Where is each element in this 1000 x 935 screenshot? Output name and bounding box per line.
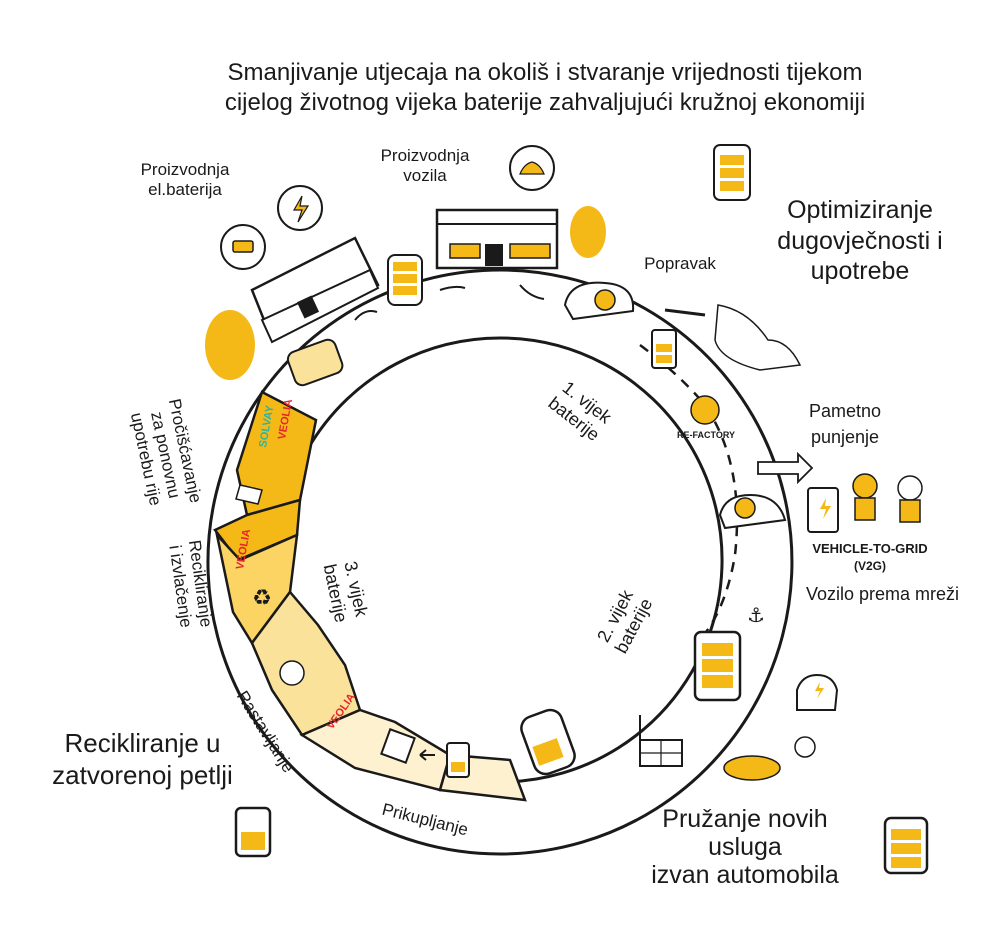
strong-battery-illustration	[713, 144, 751, 201]
refactory-logo: RE-FACTORY	[677, 395, 735, 440]
v2g-badge-line2: (V2G)	[854, 559, 886, 573]
recycle-icon: ♻	[252, 585, 272, 610]
new-services-label: Pružanje novih usluga izvan automobila	[651, 805, 839, 889]
refactory-text: RE-FACTORY	[677, 430, 735, 440]
v2g-badge-line1: VEHICLE-TO-GRID	[812, 541, 927, 556]
second-life-illustration: ⚓	[639, 605, 839, 781]
van-icon	[796, 673, 839, 711]
happy-battery-illustration	[883, 816, 929, 875]
optimize-label: Optimiziranje dugovječnosti i upotrebe	[777, 196, 943, 285]
v2g-label: Vozilo prema mreži	[805, 584, 960, 604]
closed-loop-label: Recikliranje u zatvorenoj petlji	[52, 728, 233, 790]
page-title: Smanjivanje utjecaja na okoliš i stvaran…	[120, 58, 970, 118]
vehicle-production-label: Proizvodnja vozila	[380, 146, 470, 186]
collected-battery-illustration	[380, 708, 576, 778]
arrow-left-icon	[419, 749, 435, 761]
arrow-icon	[439, 285, 466, 291]
person-icon	[852, 473, 878, 499]
anchor-icon: ⚓	[747, 605, 765, 627]
smart-charging-label: Pametno punjenje	[808, 401, 882, 448]
closed-loop-battery-illustration	[234, 806, 272, 858]
title-line1: Smanjivanje utjecaja na okoliš i stvaran…	[227, 59, 863, 86]
flask-icon	[235, 484, 263, 505]
second-life-path	[639, 344, 739, 646]
arrow-icon	[519, 284, 545, 300]
battery-production-label: Proizvodnja el.baterija	[140, 160, 230, 200]
repair-illustration	[563, 281, 802, 371]
charger-icon	[807, 487, 839, 533]
segment-dismantling	[250, 589, 362, 737]
battery-factory-illustration	[205, 185, 380, 387]
refactory-icon	[279, 660, 305, 686]
europe-map	[714, 304, 802, 371]
box-icon	[380, 728, 416, 764]
lightning-icon	[794, 736, 816, 758]
title-line2: cijelog životnog vijeka baterije zahvalj…	[224, 89, 866, 116]
wrench-icon	[664, 308, 706, 317]
vehicle-factory-illustration	[387, 145, 606, 306]
smart-charging-illustration: VEHICLE-TO-GRID (V2G)	[718, 451, 928, 573]
repair-label: Popravak	[644, 254, 716, 273]
double-arrow-icon	[757, 451, 814, 485]
person-icon	[897, 475, 923, 501]
island-icon	[723, 755, 781, 781]
